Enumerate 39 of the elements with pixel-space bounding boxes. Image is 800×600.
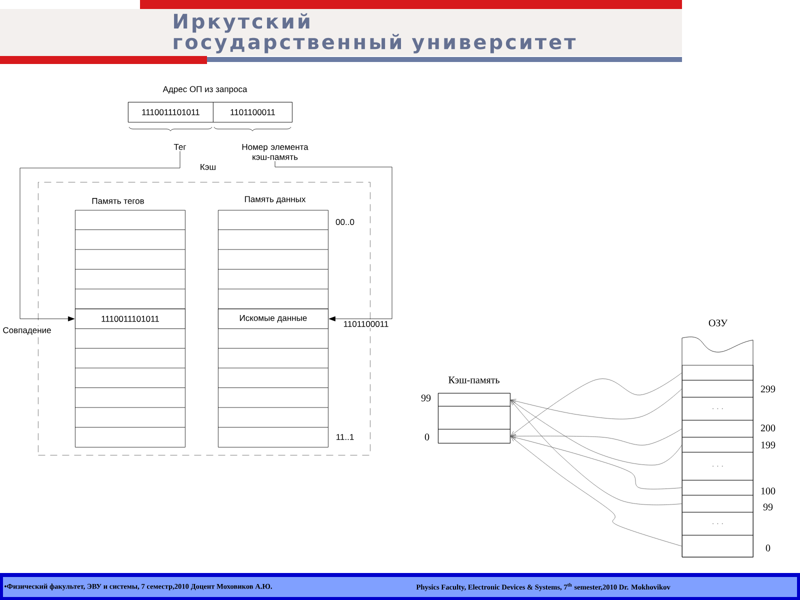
block-heading: Память тегов (92, 198, 144, 204)
address-number: 0 (424, 434, 430, 440)
address-number: 99 (763, 504, 773, 510)
field-label: Тег (174, 144, 186, 150)
address-number: 200 (760, 424, 776, 432)
arrow (510, 388, 682, 420)
header-title: Иркутский государственный университет (174, 13, 576, 54)
memory-cell (682, 365, 754, 380)
register-cell: 1101100011 (213, 102, 292, 122)
memory-cell: . . . (682, 397, 754, 420)
address-number: 199 (761, 442, 776, 448)
memory-cell: . . . (682, 452, 754, 480)
address-number: 100 (761, 488, 776, 494)
block-heading: Кэш (200, 164, 216, 170)
arrow (510, 435, 682, 490)
row-address: 11..1 (336, 434, 354, 440)
arrow (510, 436, 682, 546)
address-number: 299 (760, 386, 776, 392)
memory-cell: . . . (682, 512, 754, 536)
arrow (510, 428, 682, 446)
memory-cell (438, 406, 510, 430)
block-heading: Память данных (244, 196, 306, 204)
arrow (510, 400, 682, 466)
arrow (20, 150, 180, 322)
address-number: 99 (421, 394, 431, 402)
arrow (510, 400, 682, 506)
edge-label: 1101100011 (342, 320, 390, 328)
register-cell: 1110011101011 (128, 102, 214, 122)
block-heading: Адрес ОП из запроса (162, 86, 248, 94)
field-label: Номер элемента кэш-память (242, 144, 308, 160)
address-number: 0 (766, 544, 770, 552)
block-heading: Кэш-память (448, 376, 500, 384)
arrow (510, 372, 682, 436)
edge-label: Совпадение (2, 326, 52, 336)
row-address: 00..0 (336, 219, 354, 225)
register-cell: 1110011101011 (75, 308, 186, 329)
register-cell: Искомые данные (218, 308, 328, 329)
arrow (274, 160, 392, 322)
block-heading: ОЗУ (708, 320, 728, 326)
